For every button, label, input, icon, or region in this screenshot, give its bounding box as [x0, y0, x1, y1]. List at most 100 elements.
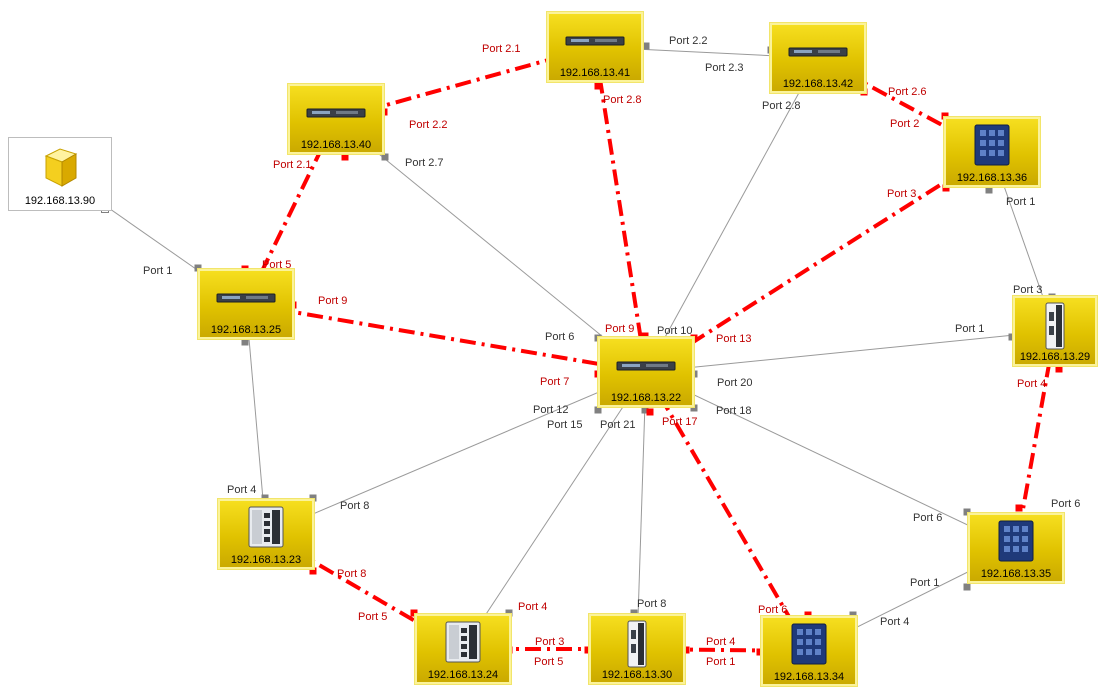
highlighted-link[interactable]	[245, 302, 647, 374]
port-label: Port 6	[545, 331, 574, 343]
device-node[interactable]: 192.168.13.90	[8, 137, 112, 211]
port-label: Port 9	[318, 295, 347, 307]
port-label: Port 2.2	[409, 119, 448, 131]
blue-switch-icon	[789, 622, 829, 671]
blue-switch-icon	[972, 123, 1012, 172]
device-ip-label: 192.168.13.25	[210, 324, 282, 336]
port-label: Port 8	[337, 568, 366, 580]
link[interactable]	[335, 118, 647, 373]
din-rail-switch-icon	[1042, 302, 1068, 355]
device-node[interactable]: 192.168.13.42	[769, 22, 867, 94]
rack-switch-icon	[616, 361, 676, 371]
device-ip-label: 192.168.13.29	[1019, 351, 1091, 363]
port-marker[interactable]	[381, 153, 389, 161]
rack-switch-icon	[216, 293, 276, 303]
port-label: Port 2	[890, 118, 919, 130]
port-label: Port 7	[540, 376, 569, 388]
device-node[interactable]: 192.168.13.22	[597, 336, 695, 408]
industrial-switch-icon	[246, 505, 286, 554]
port-label: Port 8	[340, 500, 369, 512]
port-label: Port 6	[913, 512, 942, 524]
port-label: Port 6	[1051, 498, 1080, 510]
highlighted-link[interactable]	[636, 647, 810, 653]
blue-switch-icon	[791, 623, 827, 665]
device-ip-label: 192.168.13.36	[956, 172, 1028, 184]
link[interactable]	[265, 371, 647, 535]
rack-switch-icon	[306, 108, 366, 118]
device-node[interactable]: 192.168.13.24	[414, 613, 512, 685]
device-node[interactable]: 192.168.13.36	[943, 116, 1041, 188]
port-marker[interactable]	[309, 567, 317, 575]
port-marker[interactable]	[1055, 365, 1063, 373]
device-ip-label: 192.168.13.34	[773, 671, 845, 683]
link[interactable]	[462, 371, 647, 650]
port-label: Port 1	[1006, 196, 1035, 208]
port-marker[interactable]	[241, 338, 249, 346]
port-marker[interactable]	[641, 406, 649, 414]
port-marker[interactable]	[1015, 504, 1023, 512]
port-marker[interactable]	[963, 583, 971, 591]
port-label: Port 1	[706, 656, 735, 668]
port-marker[interactable]	[682, 646, 690, 654]
port-label: Port 12	[533, 404, 568, 416]
link[interactable]	[645, 371, 1017, 549]
port-label: Port 2.2	[669, 35, 708, 47]
port-label: Port 4	[880, 616, 909, 628]
port-marker[interactable]	[690, 404, 698, 412]
port-label: Port 3	[887, 188, 916, 200]
port-label: Port 1	[143, 265, 172, 277]
rack-switch-icon	[788, 47, 848, 57]
port-label: Port 2.8	[762, 100, 801, 112]
industrial-switch-icon	[443, 620, 483, 669]
device-node[interactable]: 192.168.13.40	[287, 83, 385, 155]
device-node[interactable]: 192.168.13.35	[967, 512, 1065, 584]
blue-switch-icon	[996, 519, 1036, 568]
port-marker[interactable]	[942, 184, 950, 192]
port-label: Port 17	[662, 416, 697, 428]
cube-icon	[40, 144, 80, 193]
port-marker[interactable]	[594, 82, 602, 90]
link[interactable]	[645, 330, 1056, 373]
device-node[interactable]: 192.168.13.34	[760, 615, 858, 687]
port-label: Port 4	[227, 484, 256, 496]
link[interactable]	[636, 371, 647, 650]
port-label: Port 6	[758, 604, 787, 616]
device-ip-label: 192.168.13.23	[230, 554, 302, 566]
highlighted-link[interactable]	[1014, 330, 1057, 549]
device-node[interactable]: 192.168.13.29	[1012, 295, 1098, 367]
rack-switch-icon	[616, 359, 676, 377]
highlighted-link[interactable]	[644, 370, 811, 653]
blue-switch-icon	[998, 520, 1034, 562]
din-rail-switch-icon	[624, 620, 650, 673]
device-ip-label: 192.168.13.41	[559, 67, 631, 79]
port-marker[interactable]	[594, 406, 602, 414]
port-label: Port 4	[706, 636, 735, 648]
device-ip-label: 192.168.13.42	[782, 78, 854, 90]
port-label: Port 3	[535, 636, 564, 648]
link[interactable]	[645, 57, 819, 373]
highlighted-link[interactable]	[644, 150, 994, 374]
device-node[interactable]: 192.168.13.25	[197, 268, 295, 340]
port-marker[interactable]	[646, 408, 654, 416]
device-node[interactable]: 192.168.13.23	[217, 498, 315, 570]
port-label: Port 2.7	[405, 157, 444, 169]
port-marker[interactable]	[985, 186, 993, 194]
rack-switch-icon	[788, 45, 848, 63]
port-label: Port 20	[717, 377, 752, 389]
device-node[interactable]: 192.168.13.30	[588, 613, 686, 685]
port-marker[interactable]	[341, 153, 349, 161]
rack-switch-icon	[216, 291, 276, 309]
port-label: Port 2.6	[888, 86, 927, 98]
device-ip-label: 192.168.13.90	[24, 195, 96, 207]
port-label: Port 4	[518, 601, 547, 613]
highlighted-link[interactable]	[593, 46, 648, 373]
port-label: Port 2.1	[482, 43, 521, 55]
port-label: Port 1	[910, 577, 939, 589]
device-ip-label: 192.168.13.40	[300, 139, 372, 151]
port-label: Port 3	[1013, 284, 1042, 296]
rack-switch-icon	[306, 106, 366, 124]
port-label: Port 4	[1017, 378, 1046, 390]
device-node[interactable]: 192.168.13.41	[546, 11, 644, 83]
port-marker[interactable]	[642, 42, 650, 50]
